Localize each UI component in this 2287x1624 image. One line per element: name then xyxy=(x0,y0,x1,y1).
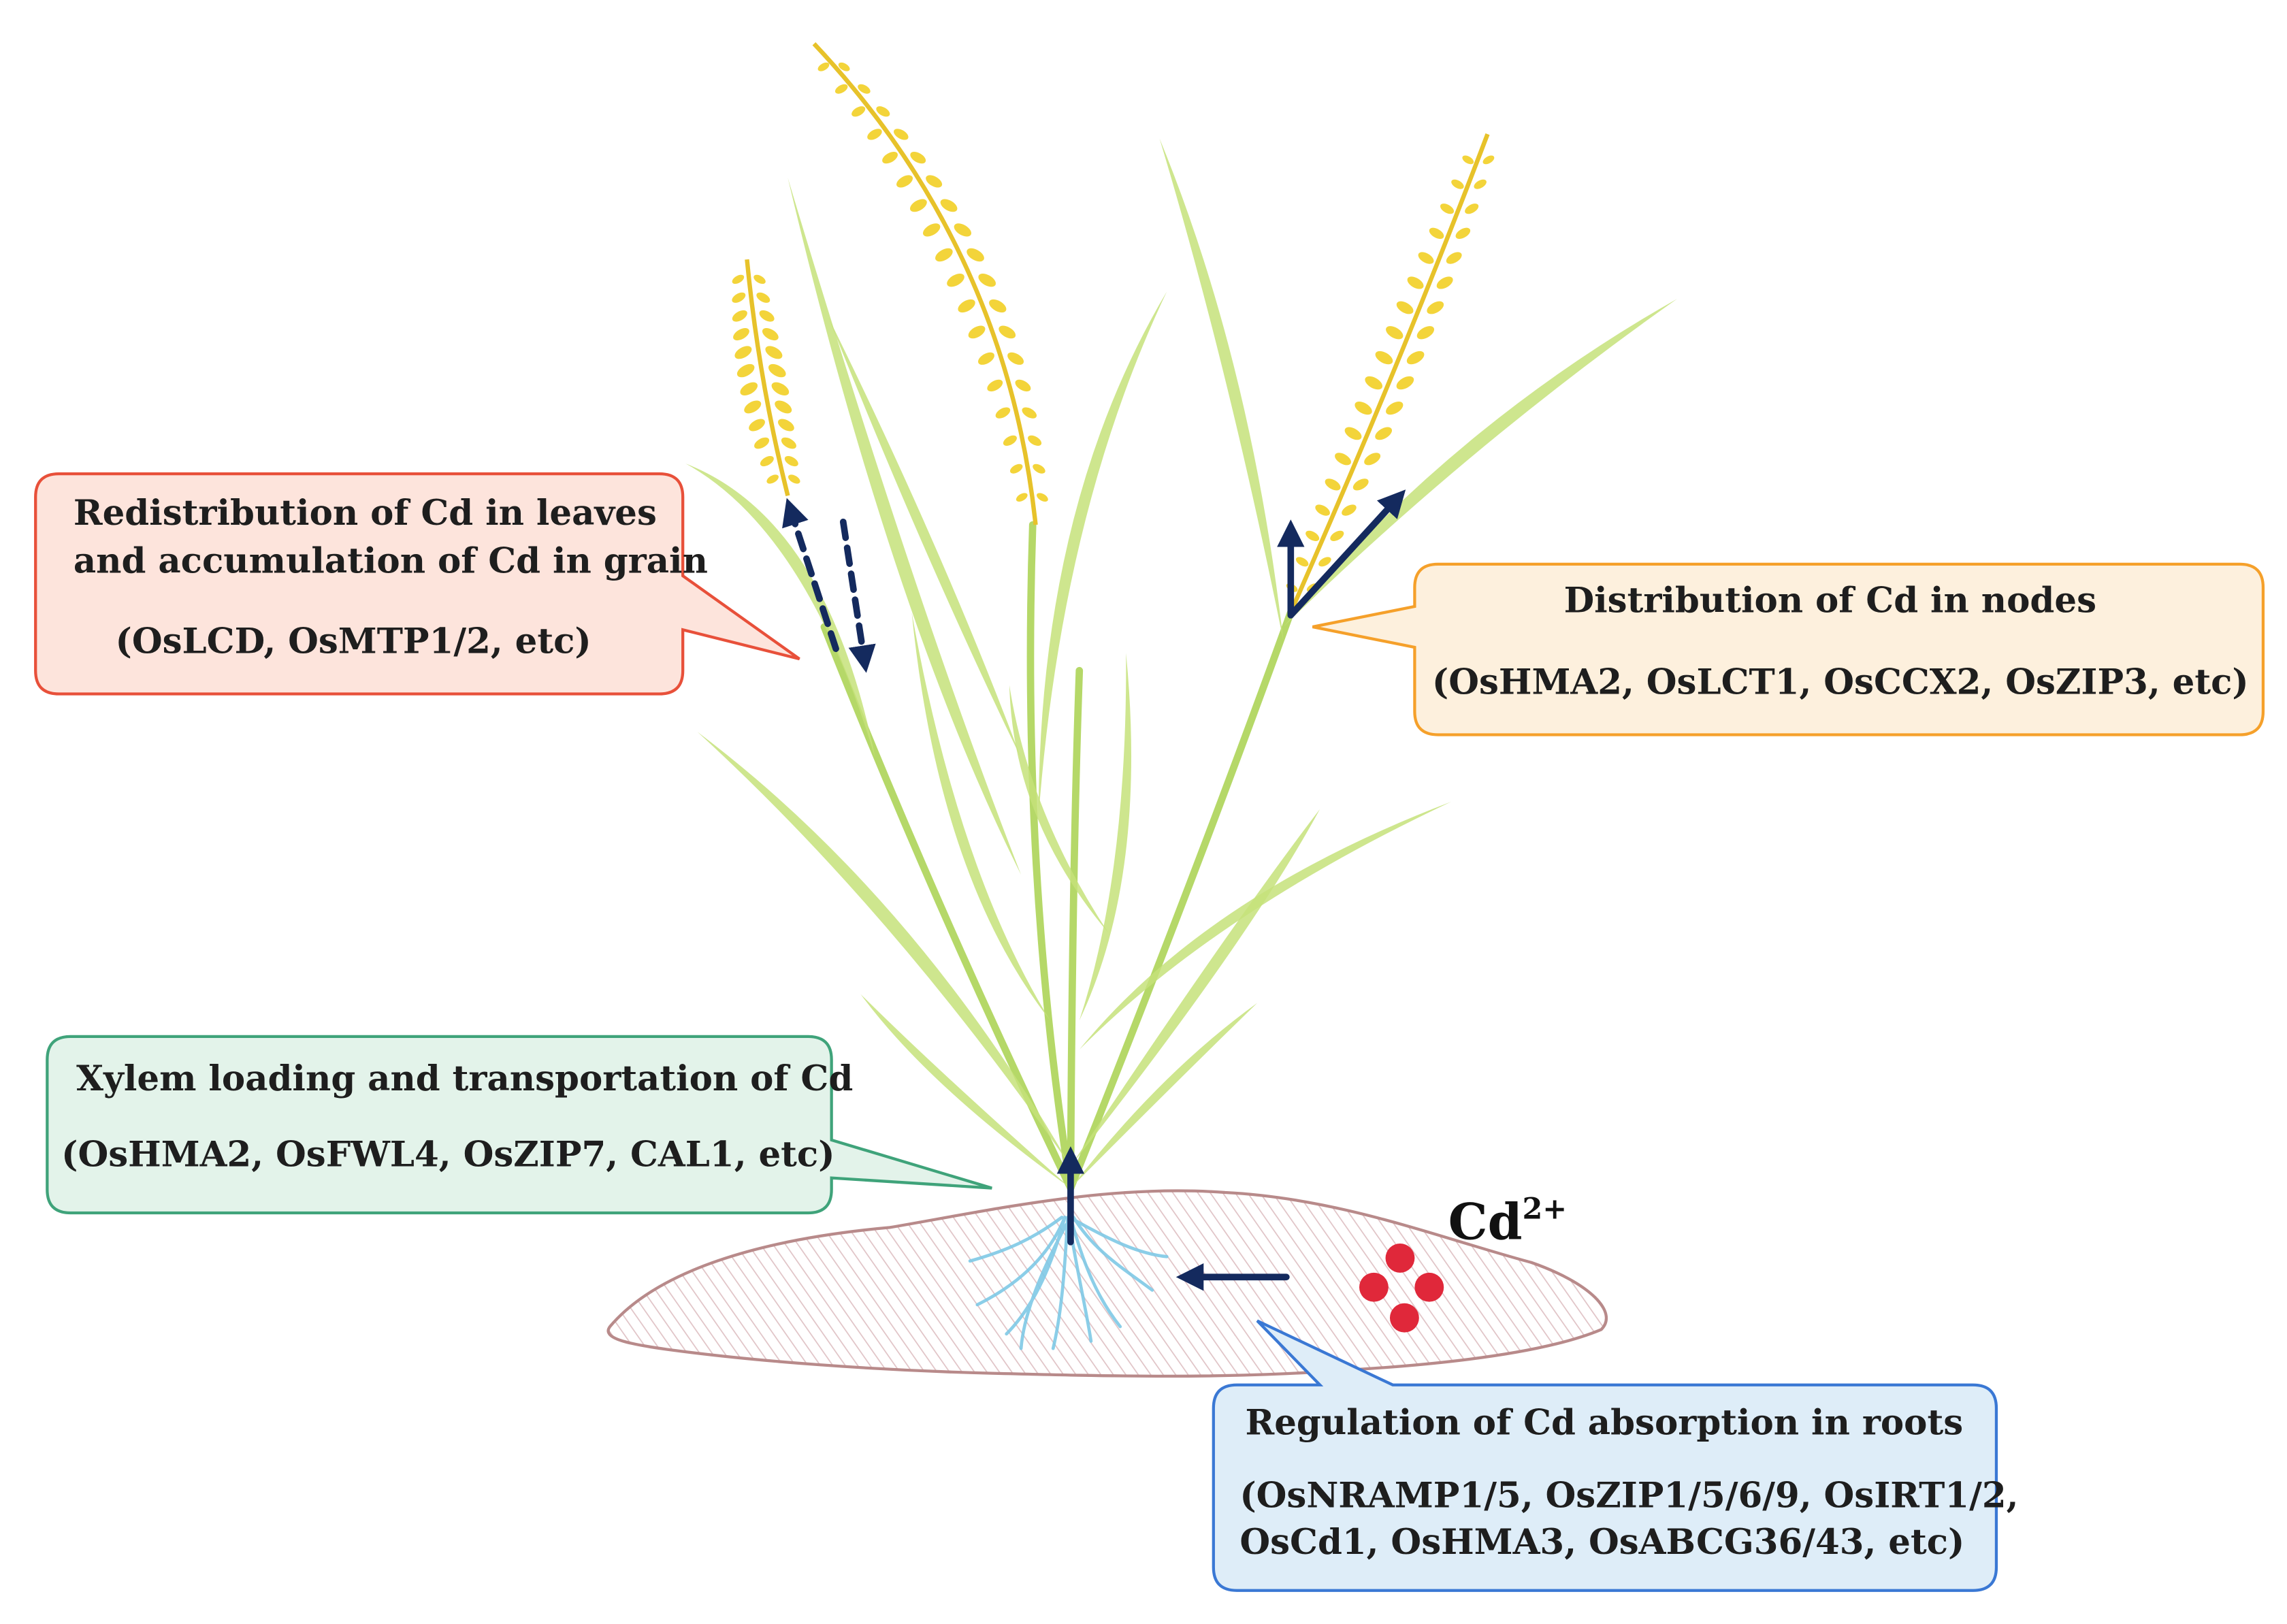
callout-nodes-genes-line1: (OsHMA2, OsLCT1, OsCCX2, OsZIP3, etc) xyxy=(1432,662,2249,703)
callout-roots-genes: (OsNRAMP1/5, OsZIP1/5/6/9, OsIRT1/2, OsC… xyxy=(1239,1476,2030,1563)
leaf-downward-dashed-arrow xyxy=(839,518,876,673)
cd-ion-charge: 2+ xyxy=(1523,1192,1568,1227)
cd-particle xyxy=(1414,1272,1444,1302)
callout-xylem-genes: (OsHMA2, OsFWL4, OsZIP7, CAL1, etc) xyxy=(61,1134,834,1175)
plant-leaf xyxy=(828,317,1022,758)
callout-xylem-genes-line1: (OsHMA2, OsFWL4, OsZIP7, CAL1, etc) xyxy=(61,1134,834,1175)
leaf-upward-dashed-arrow xyxy=(782,498,839,652)
plant-leaf xyxy=(1038,291,1167,817)
cd-particle xyxy=(1359,1272,1389,1302)
callout-leaves-title-line1: Redistribution of Cd in leaves xyxy=(74,493,657,534)
rice-panicles xyxy=(732,42,1495,613)
rice-plant xyxy=(685,138,1677,1192)
plant-stem xyxy=(1067,608,1295,1192)
cd-ion-label: Cd2+ xyxy=(1448,1192,1568,1252)
callout-nodes-genes: (OsHMA2, OsLCT1, OsCCX2, OsZIP3, etc) xyxy=(1432,662,2249,703)
callout-leaves-genes: (OsLCD, OsMTP1/2, etc) xyxy=(116,621,591,662)
cd-particle xyxy=(1389,1303,1419,1333)
panicle-left xyxy=(732,259,800,497)
callout-roots-title: Regulation of Cd absorption in roots xyxy=(1245,1403,1963,1444)
plant-leaf xyxy=(1079,653,1132,1021)
plant-leaf xyxy=(1159,138,1284,642)
callout-leaves-title-line2: and accumulation of Cd in grain xyxy=(74,541,708,582)
callout-roots-title-line1: Regulation of Cd absorption in roots xyxy=(1245,1403,1963,1444)
root-system xyxy=(968,1216,1169,1350)
callout-xylem-title-line1: Xylem loading and transportation of Cd xyxy=(76,1058,853,1099)
plant-stem xyxy=(1026,521,1075,1192)
soil-patch xyxy=(606,1189,1608,1378)
callout-roots-box xyxy=(1212,1319,1998,1592)
callout-xylem: Xylem loading and transportation of Cd (… xyxy=(46,1035,992,1215)
panicle-center xyxy=(812,42,1048,525)
callout-nodes-title-line1: Distribution of Cd in nodes xyxy=(1564,581,2096,621)
callout-xylem-box xyxy=(46,1035,992,1215)
cd-particles xyxy=(1359,1243,1444,1333)
node-diagonal-arrow xyxy=(1287,489,1406,619)
callout-leaves-title: Redistribution of Cd in leaves and accum… xyxy=(74,493,708,582)
callout-leaves-genes-line1: (OsLCD, OsMTP1/2, etc) xyxy=(116,621,591,662)
cd-particle xyxy=(1385,1243,1415,1273)
panicle-right xyxy=(1286,133,1495,613)
callout-nodes-title: Distribution of Cd in nodes xyxy=(1564,581,2096,621)
callout-leaves-box xyxy=(34,472,800,696)
callout-roots-genes-line1: (OsNRAMP1/5, OsZIP1/5/6/9, OsIRT1/2, xyxy=(1239,1476,2018,1516)
callout-nodes: Distribution of Cd in nodes (OsHMA2, OsL… xyxy=(1312,562,2265,736)
callout-xylem-title: Xylem loading and transportation of Cd xyxy=(76,1058,853,1099)
plant-stem xyxy=(1067,666,1084,1192)
callout-roots-genes-line2: OsCd1, OsHMA3, OsABCG36/43, etc) xyxy=(1239,1522,1964,1563)
plant-leaf xyxy=(1079,802,1451,1050)
callout-nodes-box xyxy=(1312,562,2265,736)
plant-leaf xyxy=(1009,685,1109,933)
callout-leaves: Redistribution of Cd in leaves and accum… xyxy=(34,472,800,696)
callout-roots: Regulation of Cd absorption in roots (Os… xyxy=(1212,1319,2030,1592)
transport-arrows xyxy=(782,489,1406,1291)
cd-ion-symbol: Cd xyxy=(1448,1194,1523,1252)
